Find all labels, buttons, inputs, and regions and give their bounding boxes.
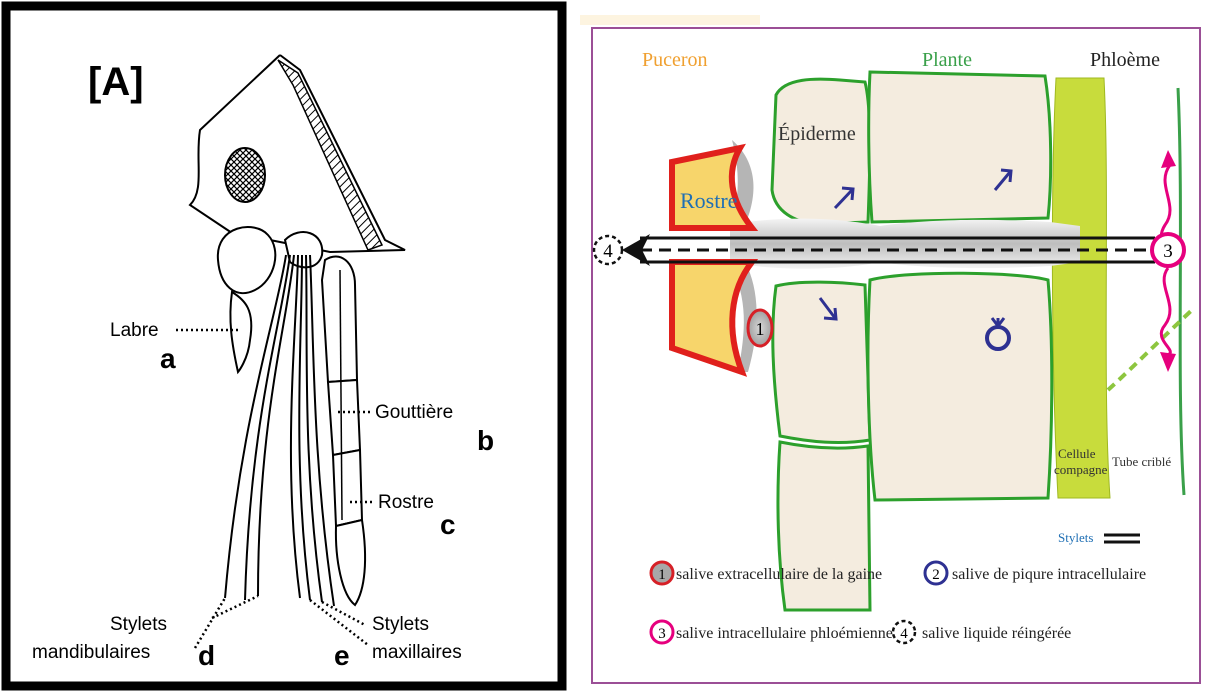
label-cellule-1: Cellule xyxy=(1058,446,1096,461)
header-phloeme: Phloème xyxy=(1090,49,1160,71)
cell-lower-left xyxy=(773,282,870,442)
label-rostre-a: Rostre xyxy=(378,492,434,513)
panel-b-drawing: Puceron Plante Phloème Rostre 4 3 1 xyxy=(580,0,1210,694)
legend-text-3: salive intracellulaire phloémienne xyxy=(676,625,893,642)
label-rostre-b: Rostre xyxy=(680,188,737,213)
label-tube-crible: Tube criblé xyxy=(1112,454,1171,469)
panel-tag: [A] xyxy=(88,60,144,104)
letter-c: c xyxy=(440,509,456,540)
label-cellule-2: compagne xyxy=(1054,462,1108,477)
panel-a-aphid-mouthparts: [A] Lab xyxy=(0,0,570,694)
legend-item-1: 1 salive extracellulaire de la gaine xyxy=(651,562,882,584)
legend-text-1: salive extracellulaire de la gaine xyxy=(676,566,882,583)
header-plante: Plante xyxy=(922,49,972,71)
label-stylets-mand-1: Stylets xyxy=(110,614,167,635)
label-gouttiere: Gouttière xyxy=(375,402,453,423)
marker-3-label: 3 xyxy=(1163,241,1173,262)
letter-d: d xyxy=(198,640,215,671)
legend-num-1: 1 xyxy=(658,567,666,583)
letter-e: e xyxy=(334,640,350,671)
cell-upper-large xyxy=(869,72,1051,222)
cell-bottom-left xyxy=(778,442,870,610)
label-epiderme: Épiderme xyxy=(778,122,856,145)
legend-text-4: salive liquide réingérée xyxy=(922,625,1071,642)
gena-lobe xyxy=(285,232,322,267)
panel-a-drawing: [A] Lab xyxy=(0,0,570,694)
legend-num-3: 3 xyxy=(658,626,666,642)
header-puceron: Puceron xyxy=(642,49,708,71)
top-tint xyxy=(580,15,760,25)
cell-lower-large xyxy=(868,273,1052,500)
label-stylets-max-2: maxillaires xyxy=(372,642,462,663)
cellule-compagne xyxy=(1052,78,1110,498)
legend-num-2: 2 xyxy=(932,567,940,583)
panel-a-frame xyxy=(6,6,562,686)
cell-epiderme xyxy=(772,79,870,224)
marker-4-label: 4 xyxy=(603,241,613,262)
legend-num-4: 4 xyxy=(900,626,908,642)
legend-item-3: 3 salive intracellulaire phloémienne xyxy=(651,621,893,643)
label-labre: Labre xyxy=(110,320,159,341)
letter-a: a xyxy=(160,343,176,374)
label-stylets-mand-2: mandibulaires xyxy=(32,642,150,663)
label-stylets: Stylets xyxy=(1058,530,1093,545)
marker-1-label: 1 xyxy=(756,319,765,339)
compound-eye xyxy=(225,148,265,202)
letter-b: b xyxy=(477,425,494,456)
label-stylets-max-1: Stylets xyxy=(372,614,429,635)
legend-item-2: 2 salive de piqure intracellulaire xyxy=(925,562,1146,584)
legend-text-2: salive de piqure intracellulaire xyxy=(952,566,1146,583)
panel-b-feeding-diagram: Puceron Plante Phloème Rostre 4 3 1 xyxy=(580,0,1210,694)
